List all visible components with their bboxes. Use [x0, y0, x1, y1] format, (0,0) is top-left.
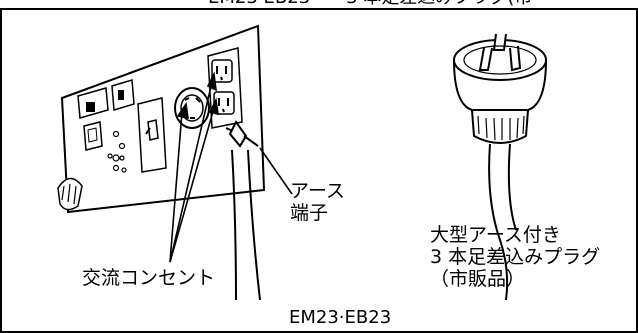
header-clip-text: EM23·EB23 3 本足差込みプラグ(市: [208, 0, 532, 9]
label-plug-line1: 大型アース付き: [430, 224, 561, 246]
label-earth-terminal-line1: アース: [290, 180, 345, 202]
pointer-lines: [169, 71, 293, 263]
plug-illustration: [453, 33, 547, 301]
label-plug-line3: （市販品）: [430, 268, 526, 290]
earth-terminal: [225, 120, 261, 301]
generator-panel: [57, 24, 266, 214]
figure-frame: [0, 8, 638, 333]
label-earth-terminal: アース 端子: [290, 180, 345, 224]
label-plug: 大型アース付き 3 本足差込みプラグ （市販品）: [430, 224, 600, 290]
label-model: EM23·EB23: [289, 307, 392, 328]
label-ac-outlet: 交流コンセント: [82, 267, 216, 289]
label-plug-line2: 3 本足差込みプラグ: [430, 246, 601, 268]
label-earth-terminal-line2: 端子: [290, 202, 329, 224]
